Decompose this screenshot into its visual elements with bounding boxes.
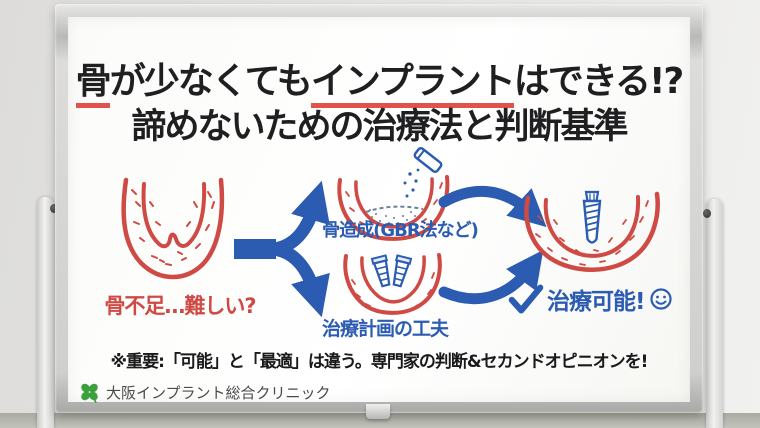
title-word-bone: 骨 bbox=[75, 61, 112, 108]
mini-implant-icon bbox=[370, 254, 391, 288]
angled-implants-jawbone-sketch bbox=[343, 253, 442, 315]
stand-right-leg bbox=[706, 199, 723, 428]
marker-tray-clip bbox=[366, 404, 390, 419]
result-label: 治療可能! bbox=[547, 289, 645, 315]
whiteboard-surface: 骨が少なくてもインプラントはできる!? 諦めないための治療法と判断基準 骨不足…… bbox=[68, 17, 690, 404]
title-line-1: 骨が少なくてもインプラントはできる!? bbox=[68, 52, 690, 108]
smiley-face-icon bbox=[649, 288, 672, 310]
title-word-implant: インプラント bbox=[310, 61, 516, 108]
title-text-a: が少なくても bbox=[109, 61, 313, 102]
result-row: 治療可能! bbox=[508, 282, 674, 316]
clinic-logo: 大阪インプラント総合クリニック bbox=[78, 381, 331, 404]
stand-knob-right bbox=[703, 209, 711, 218]
option1-label: 骨造成(GBR法など) bbox=[322, 220, 479, 241]
problem-label: 骨不足…難しい? bbox=[104, 294, 256, 318]
graft-tube-icon bbox=[403, 147, 443, 198]
mini-implant-icon bbox=[392, 254, 413, 288]
option2-label: 治療計画の工夫 bbox=[321, 318, 449, 340]
checkmark-icon bbox=[508, 284, 544, 314]
clinic-name: 大阪インプラント総合クリニック bbox=[106, 384, 331, 402]
split-arrow bbox=[234, 180, 330, 318]
stand-knob-left bbox=[50, 204, 58, 213]
four-leaf-clover-icon bbox=[81, 383, 98, 403]
deficient-jawbone-sketch bbox=[121, 177, 225, 280]
implant-placed-jawbone-sketch bbox=[524, 190, 660, 272]
stand-left-leg bbox=[37, 197, 54, 428]
important-note: ※重要:「可能」と「最適」は違う。専門家の判断&セカンドオピニオンを! bbox=[110, 352, 649, 372]
converge-arrows bbox=[438, 185, 547, 305]
title-line-2: 諦めないための治療法と判断基準 bbox=[131, 107, 628, 147]
title-text-b: はできる!? bbox=[513, 61, 685, 102]
implant-screw-icon bbox=[582, 190, 602, 244]
wall-lower-strip bbox=[0, 413, 760, 428]
